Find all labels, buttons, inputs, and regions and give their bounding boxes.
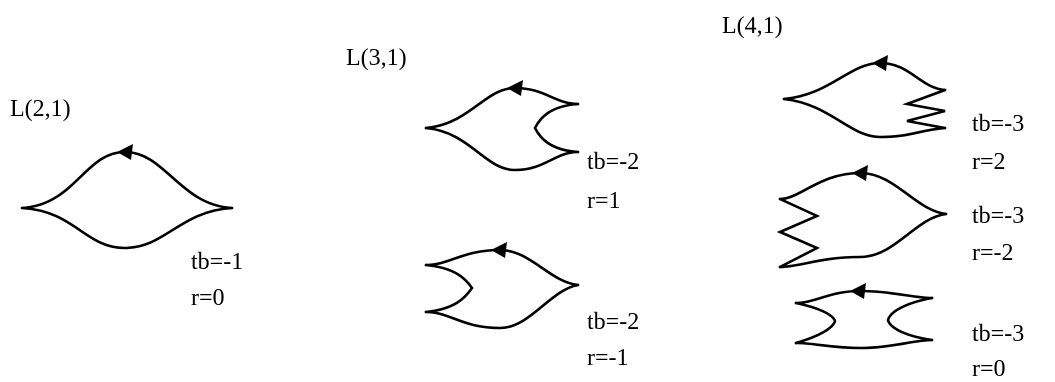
front-l21 — [20, 144, 234, 250]
tb-value: tb=-1 — [191, 249, 244, 275]
rotation-value: r=0 — [191, 285, 225, 311]
front-l31-bottom — [424, 242, 580, 330]
front-l41-bottom-right-zigzag — [886, 296, 934, 342]
knot-title-l31: L(3,1) — [346, 45, 407, 71]
rotation-value: r=1 — [587, 188, 621, 214]
tb-value: tb=-3 — [972, 203, 1025, 229]
front-l31-bottom-lower-strand — [424, 283, 580, 330]
front-l41-bottom-left-zigzag — [794, 301, 837, 345]
rotation-value: r=0 — [972, 356, 1006, 382]
rotation-value: r=-2 — [972, 240, 1014, 266]
tb-value: tb=-2 — [587, 309, 640, 335]
front-l41-top — [782, 55, 947, 139]
rotation-value: r=-1 — [587, 345, 629, 371]
front-l41-top-upper-strand — [782, 61, 947, 101]
front-l31-top — [424, 80, 580, 172]
tb-value: tb=-3 — [972, 321, 1025, 347]
front-l41-top-zigzag — [902, 88, 947, 130]
front-l31-bottom-zigzag — [424, 263, 474, 314]
orientation-arrow — [850, 283, 866, 299]
front-l41-bottom-lower-strand — [794, 338, 934, 350]
orientation-arrow — [852, 165, 868, 181]
orientation-arrow — [507, 80, 523, 96]
front-l41-middle-zigzag — [776, 197, 821, 269]
orientation-arrow — [117, 144, 133, 160]
orientation-arrow — [872, 55, 888, 71]
front-l31-top-lower-strand — [424, 126, 580, 172]
front-l41-middle — [776, 165, 948, 269]
tb-value: tb=-3 — [972, 111, 1025, 137]
rotation-value: r=2 — [972, 149, 1006, 175]
knot-title-l41: L(4,1) — [722, 13, 783, 39]
front-l41-middle-lower-strand — [778, 212, 948, 269]
orientation-arrow — [491, 242, 507, 258]
front-l41-top-lower-strand — [782, 97, 947, 139]
front-l41-bottom — [794, 283, 934, 350]
front-l31-top-zigzag — [533, 102, 580, 154]
knot-title-l21: L(2,1) — [10, 96, 71, 122]
tb-value: tb=-2 — [587, 149, 640, 175]
front-l21-lower-strand — [20, 206, 234, 250]
front-l21-upper-strand — [20, 150, 234, 210]
